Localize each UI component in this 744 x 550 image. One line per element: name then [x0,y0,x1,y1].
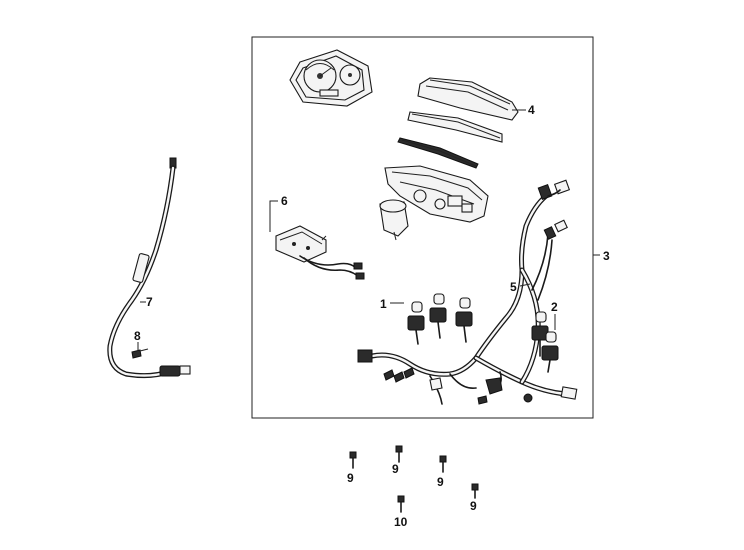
callout-1: 1 [380,297,387,311]
callout-3: 3 [603,249,610,263]
callout-10: 10 [394,515,408,529]
indicator-bracket [275,225,365,280]
callout-4: 4 [528,103,535,117]
callout-9c: 9 [437,475,444,489]
callout-5: 5 [510,280,517,294]
loose-screws [349,445,479,513]
speedometer-cable [107,157,191,379]
callout-6: 6 [281,194,288,208]
callout-9b: 9 [392,462,399,476]
meter-panel [397,137,479,169]
callout-9d: 9 [470,499,477,513]
assembly-frame [251,36,594,419]
meter-face [289,49,373,107]
callout-7: 7 [146,295,153,309]
meter-cover [407,77,519,143]
callout-8: 8 [134,329,141,343]
callouts: 1 2 3 4 5 6 7 8 9 9 9 9 10 [134,103,610,529]
wiring-harness [357,179,578,405]
bulb-sockets [383,293,559,405]
screw-8 [131,348,149,359]
callout-2: 2 [551,300,558,314]
leader-lines [137,109,556,350]
callout-9a: 9 [347,471,354,485]
meter-case [379,165,489,241]
